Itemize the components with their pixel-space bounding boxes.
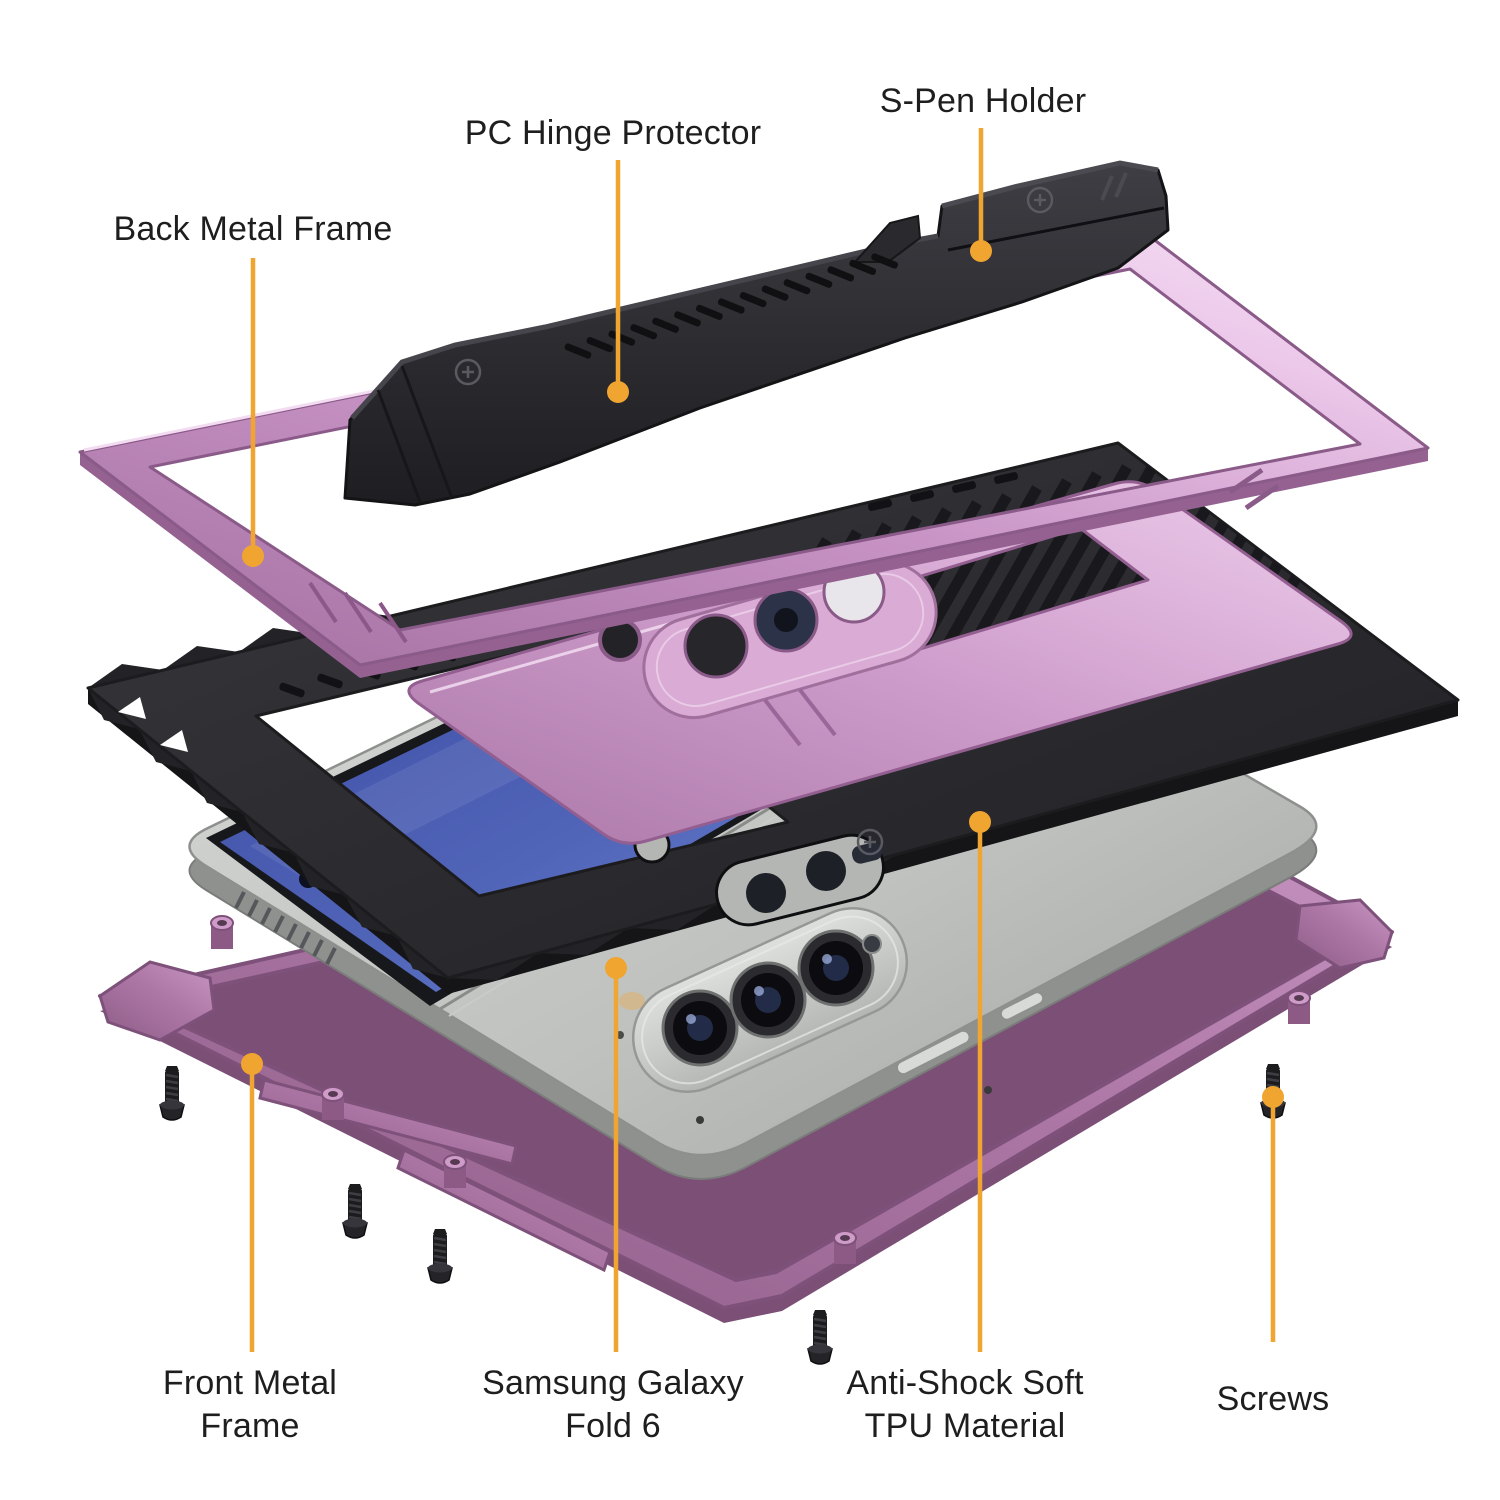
leader-dot-pc-hinge	[607, 381, 629, 403]
back-plate-lens-hole	[683, 613, 749, 679]
label-text: PC Hinge Protector	[464, 114, 762, 152]
leader-dot-ghost	[619, 992, 645, 1010]
camera-flash	[862, 934, 882, 954]
back-plate-lens-hole-inner	[774, 608, 798, 632]
screw-boss	[1287, 990, 1311, 1025]
camera-lenses	[661, 929, 882, 1067]
leader-dot-screws	[1262, 1086, 1284, 1108]
leader-dot-tpu	[969, 811, 991, 833]
leader-dot-phone	[605, 957, 627, 979]
label-text-line1: Anti-Shock Soft	[846, 1364, 1084, 1402]
back-frame-grip-ribs	[308, 581, 408, 644]
camera-lens	[729, 961, 807, 1039]
label-text-line2: TPU Material	[864, 1406, 1066, 1445]
front-frame-right-corner-block	[1294, 898, 1394, 970]
label-text: Screws	[1216, 1380, 1330, 1418]
label-back-metal-frame: Back Metal Frame	[113, 208, 392, 251]
screw	[806, 1308, 834, 1366]
back-frame-corner-marks	[1228, 467, 1280, 511]
hinge-protector-body	[343, 161, 1170, 507]
hinge-protector-wedge-grooves	[376, 365, 454, 503]
speaker-grille	[234, 891, 337, 965]
label-text: S-Pen Holder	[879, 82, 1087, 120]
leader-dot-front-frame	[241, 1053, 263, 1075]
label-text: Back Metal Frame	[113, 210, 393, 248]
label-front-metal-frame: Front Metal Frame	[163, 1362, 337, 1448]
label-anti-shock-tpu: Anti-Shock Soft TPU Material	[846, 1362, 1083, 1448]
tpu-camera-cutout	[715, 833, 885, 927]
label-text-line1: Front Metal	[162, 1364, 338, 1402]
leader-dot-s-pen	[970, 240, 992, 262]
camera-lens	[661, 989, 739, 1067]
tpu-teeth-cutouts	[118, 610, 218, 752]
camera-lens	[797, 929, 875, 1007]
screw	[158, 1064, 186, 1122]
pc-hinge-protector-part	[343, 160, 1170, 507]
front-frame-left-corner-block	[98, 960, 216, 1042]
label-s-pen-holder: S-Pen Holder	[880, 80, 1087, 123]
screw-boss	[833, 1230, 857, 1265]
screw	[426, 1227, 454, 1285]
label-screws: Screws	[1217, 1378, 1330, 1421]
label-text-line2: Frame	[200, 1406, 300, 1445]
screw-boss	[210, 915, 234, 950]
screw	[341, 1182, 369, 1240]
side-buttons	[616, 991, 1045, 1124]
back-plate-grooves	[763, 688, 837, 747]
label-samsung-galaxy-fold6: Samsung Galaxy Fold 6	[482, 1362, 744, 1448]
screw-boss	[321, 1086, 345, 1121]
label-text-line2: Fold 6	[565, 1406, 661, 1445]
label-text-line1: Samsung Galaxy	[482, 1364, 744, 1402]
leader-dot-back-frame	[242, 545, 264, 567]
callout-leaders	[241, 128, 1284, 1352]
label-pc-hinge-protector: PC Hinge Protector	[465, 112, 762, 155]
s-pen-holder-marks	[1100, 172, 1128, 201]
hinge-protector-vents	[564, 253, 898, 359]
screw-boss	[443, 1154, 467, 1189]
